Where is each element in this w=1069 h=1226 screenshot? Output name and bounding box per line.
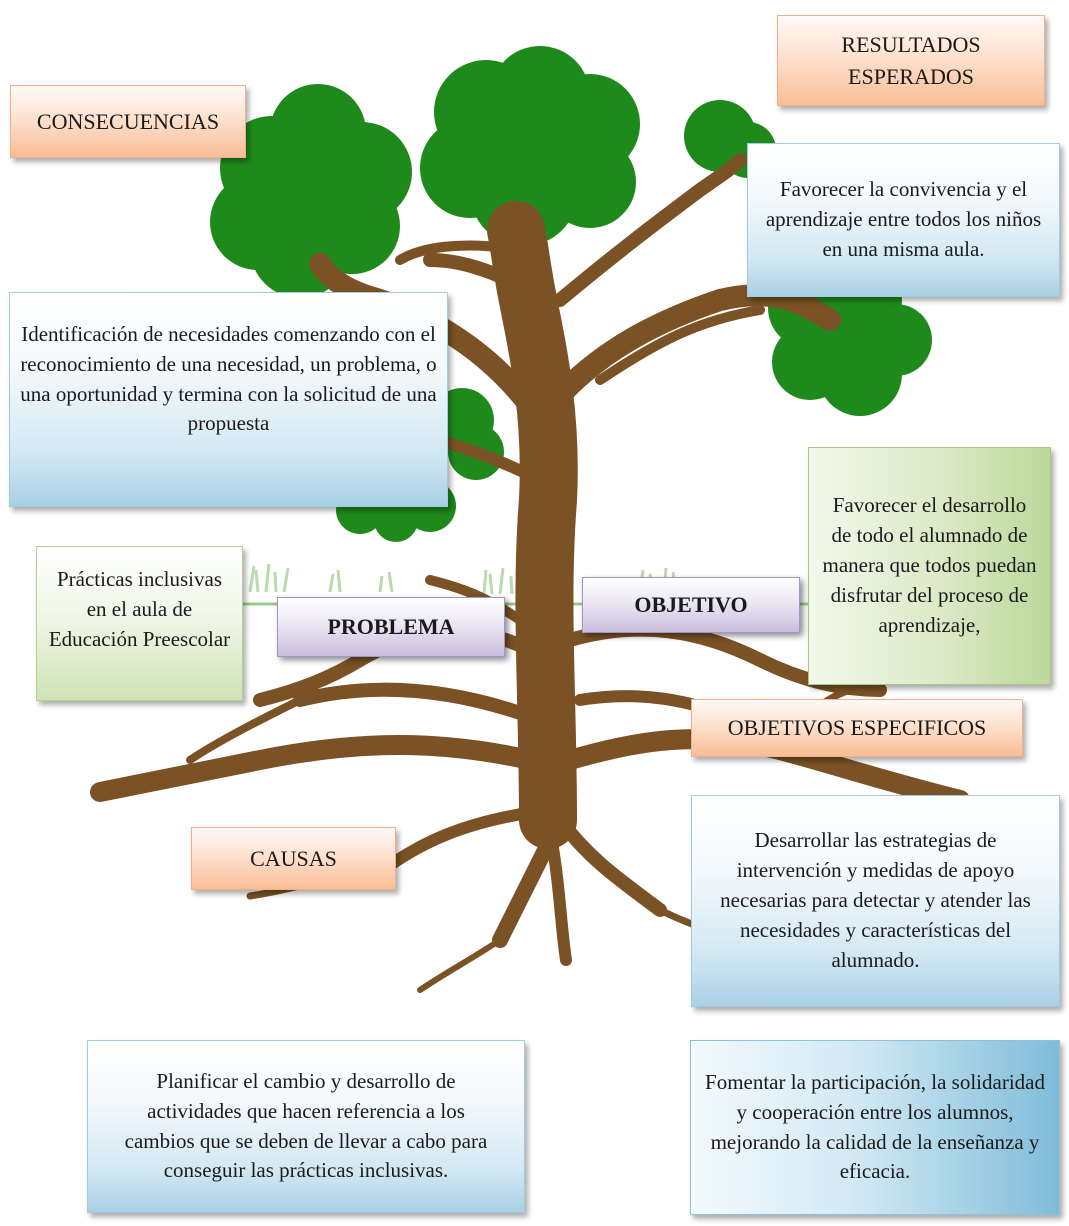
resultados-esperados-text: RESULTADOS ESPERADOS (841, 32, 981, 89)
objetivo-especifico-2-text: Fomentar la participación, la solidarida… (705, 1069, 1045, 1184)
causas-label: CAUSAS (191, 827, 396, 890)
problema-text: PROBLEMA (327, 614, 455, 640)
objetivo-especifico-1-text: Desarrollar las estrategias de intervenc… (720, 828, 1031, 972)
causa-box: Planificar el cambio y desarrollo de act… (87, 1040, 525, 1213)
objetivos-especificos-text: OBJETIVOS ESPECIFICOS (727, 715, 987, 741)
causa-text: Planificar el cambio y desarrollo de act… (124, 1068, 488, 1183)
consecuencias-text: CONSECUENCIAS (36, 108, 220, 134)
objetivo-desc-text: Favorecer el desarrollo de todo el alumn… (822, 493, 1037, 637)
resultado-box: Favorecer la convivencia y el aprendizaj… (747, 143, 1060, 297)
objetivo-label: OBJETIVO (582, 577, 800, 633)
problema-desc-box: Prácticas inclusivas en el aula de Educa… (36, 546, 243, 701)
problema-desc-text: Prácticas inclusivas en el aula de Educa… (48, 567, 231, 651)
consecuencia-box: Identificación de necesidades comenzando… (9, 292, 448, 507)
resultado-text: Favorecer la convivencia y el aprendizaj… (765, 177, 1042, 261)
resultados-esperados-label: RESULTADOS ESPERADOS (777, 15, 1045, 106)
consecuencia-text: Identificación de necesidades comenzando… (20, 321, 437, 436)
objetivo-text: OBJETIVO (634, 592, 748, 618)
objetivo-especifico-2-box: Fomentar la participación, la solidarida… (690, 1040, 1060, 1215)
objetivo-especifico-1-box: Desarrollar las estrategias de intervenc… (691, 795, 1060, 1007)
objetivo-desc-box: Favorecer el desarrollo de todo el alumn… (808, 447, 1051, 685)
problema-label: PROBLEMA (277, 597, 505, 657)
consecuencias-label: CONSECUENCIAS (10, 85, 246, 158)
objetivos-especificos-label: OBJETIVOS ESPECIFICOS (691, 699, 1023, 757)
causas-text: CAUSAS (250, 845, 337, 871)
